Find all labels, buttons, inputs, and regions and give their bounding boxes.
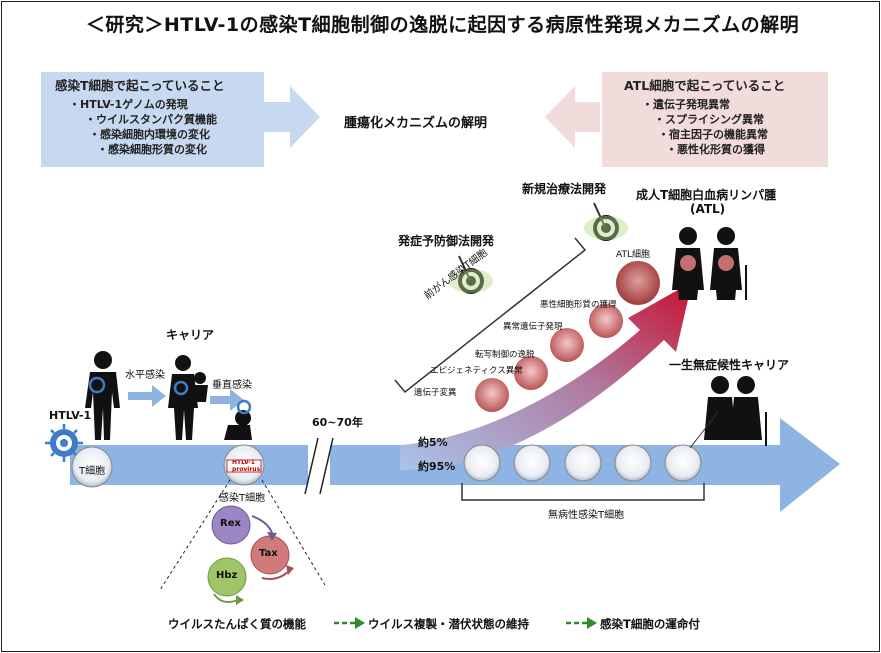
prevention-label: 発症予防御法開発 <box>398 234 495 248</box>
lifelong-carrier-figures-icon <box>704 376 767 446</box>
progression-cell <box>514 356 548 390</box>
mother-child-figure-icon <box>168 355 208 440</box>
asymptomatic-cell <box>664 444 702 482</box>
rex-label: Rex <box>220 518 241 529</box>
atl-cell-box-heading: ATL細胞で起こっていること <box>624 78 786 93</box>
ninety-five-percent-label: 約95% <box>418 460 456 473</box>
hbz-arrowhead <box>236 595 244 605</box>
hbz-protein-icon <box>207 557 247 597</box>
vertical-infection-arrow <box>210 389 244 411</box>
atl-cell-box: ATL細胞で起こっていること ・遺伝子発現異常 ・スプライシング異常 ・宿主因子… <box>602 72 828 167</box>
vertical-infection-label: 垂直感染 <box>212 380 252 391</box>
progression-cell <box>589 304 623 338</box>
atl-cell-item: ・悪性化形質の獲得 <box>666 143 765 156</box>
tax-to-up-arrowhead <box>286 565 294 575</box>
t-cell-label: T細胞 <box>79 466 106 477</box>
timeline-break-line <box>319 437 334 495</box>
provirus-label-top: HTLV-1 <box>232 459 255 466</box>
rex-protein-icon <box>211 505 251 545</box>
new-therapy-label: 新規治療法開発 <box>522 182 607 196</box>
horizontal-infection-label: 水平感染 <box>125 370 165 381</box>
asymptomatic-bracket <box>461 483 705 501</box>
progression-cells <box>475 261 660 412</box>
htlv1-label: HTLV-1 <box>49 409 92 422</box>
asymptomatic-cell <box>513 444 551 482</box>
horizontal-infection-arrow <box>128 385 166 407</box>
flow-step-viral-protein: ウイルスたんぱく質の機能 <box>168 617 306 631</box>
t-cell-icon <box>71 446 113 488</box>
zoom-line <box>159 479 231 591</box>
left-pointing-arrow-right-box <box>545 86 600 148</box>
bottom-flow-arrow <box>566 617 597 629</box>
asymptomatic-cell <box>564 444 602 482</box>
asymptomatic-cell <box>614 444 652 482</box>
page-title: ＜研究＞HTLV-1の感染T細胞制御の逸脱に起因する病原性発現メカニズムの解明 <box>85 14 800 36</box>
step-label: エピジェネティクス異常 <box>430 366 523 376</box>
adult-figure-icon <box>85 351 120 440</box>
provirus-label-bottom: provirus <box>232 466 261 473</box>
infected-tcell-item: ・ウイルスタンパク質機能 <box>85 113 217 126</box>
tax-label: Tax <box>259 548 278 559</box>
center-label: 腫瘍化メカニズムの解明 <box>344 116 488 131</box>
atl-cell-item: ・遺伝子発現異常 <box>642 98 730 111</box>
progression-cell <box>550 328 584 362</box>
infected-tcell-item: ・感染細胞形質の変化 <box>97 143 207 156</box>
asymptomatic-cell <box>463 444 501 482</box>
step-label: 悪性細胞形質の獲得 <box>540 300 617 310</box>
step-label: 異常遺伝子発現 <box>503 322 563 332</box>
main-timeline-arrow <box>70 418 840 512</box>
flow-step-replication: ウイルス複製・潜伏状態の維持 <box>368 617 529 631</box>
bottom-flow-arrow <box>334 617 365 629</box>
flow-step-fate: 感染T細胞の運命付 <box>600 617 700 631</box>
hbz-label: Hbz <box>216 570 238 581</box>
five-percent-label: 約5% <box>418 436 448 449</box>
step-label: 遺伝子変異 <box>414 388 457 398</box>
atl-abbr-label: (ATL) <box>690 202 726 216</box>
atl-cell-icon <box>616 261 660 305</box>
step-label: 転写制御の逸脱 <box>475 350 535 360</box>
carrier-pointer <box>689 411 719 449</box>
years-label: 60~70年 <box>312 416 363 429</box>
progression-cell <box>475 378 509 412</box>
target-icon <box>584 202 628 241</box>
zoom-line <box>261 479 326 586</box>
infected-tcell-item: ・HTLV-1ゲノムの発現 <box>69 98 188 111</box>
atl-title-label: 成人T細胞白血病リンパ腫 <box>636 188 777 202</box>
asymptomatic-cells-label: 無病性感染T細胞 <box>548 510 625 521</box>
provirus-marker <box>226 459 262 473</box>
lifelong-carrier-label: 一生無症候性キャリア <box>669 358 790 372</box>
carrier-label: キャリア <box>166 328 215 342</box>
infected-t-cell-label: 感染T細胞 <box>219 493 266 504</box>
infected-tcell-item: ・感染細胞内環境の変化 <box>89 128 210 141</box>
right-pointing-arrow-left-box <box>262 86 320 148</box>
precancer-bracket <box>394 237 587 394</box>
rex-to-tax-arrow <box>251 515 273 534</box>
infected-tcell-box-heading: 感染T細胞で起こっていること <box>55 78 225 93</box>
target-icon <box>449 255 493 294</box>
asymptomatic-cells <box>463 444 702 482</box>
atl-cell-item: ・スプライシング異常 <box>654 113 764 126</box>
atl-patient-figures-icon <box>672 227 747 300</box>
atl-cell-item: ・宿主因子の機能異常 <box>658 128 768 141</box>
atl-cell-label: ATL細胞 <box>616 250 650 260</box>
infant-figure-icon <box>224 399 252 440</box>
infected-tcell-box: 感染T細胞で起こっていること ・HTLV-1ゲノムの発現 ・ウイルスタンパク質機… <box>41 72 264 167</box>
timeline-break-line <box>304 437 319 495</box>
rex-to-tax-arrowhead <box>267 532 277 541</box>
progression-arrow <box>400 282 692 470</box>
hbz-arrow <box>213 593 239 603</box>
